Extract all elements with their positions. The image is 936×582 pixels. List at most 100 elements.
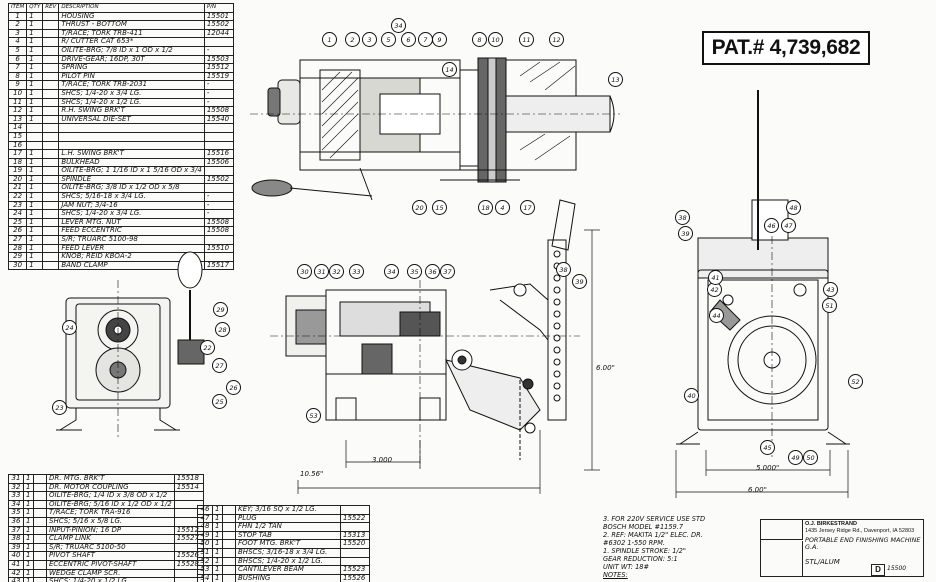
callout-bubble: 52 [848, 374, 863, 389]
callout-bubble: 20 [412, 200, 427, 215]
patent-number: PAT.# 4,739,682 [711, 36, 861, 59]
note-line: #6302 1-550 RPM. [603, 539, 665, 547]
callout-bubble: 18 [478, 200, 493, 215]
note-line: 2. REF: MAKITA 1/2" ELEC. DR. [603, 531, 703, 539]
callout-bubble: 12 [549, 32, 564, 47]
callout-bubble: 43 [823, 282, 838, 297]
callout-bubble: 38 [556, 262, 571, 277]
top-section-view [250, 57, 620, 201]
callout-bubble: 40 [684, 388, 699, 403]
callout-bubble: 37 [440, 264, 455, 279]
callout-bubble: 51 [822, 298, 837, 313]
callout-bubble: 33 [349, 264, 364, 279]
callout-bubble: 39 [572, 274, 587, 289]
callout-bubble: 13 [608, 72, 623, 87]
front-view-right [676, 90, 850, 460]
callout-bubble: 7 [418, 32, 433, 47]
company-name: O.J. BIRKESTRAND [805, 521, 857, 527]
callout-bubble: 35 [407, 264, 422, 279]
callout-bubble: 4 [495, 200, 510, 215]
callout-bubble: 53 [306, 408, 321, 423]
drawing-size: D [871, 564, 885, 576]
callout-bubble: 47 [781, 218, 796, 233]
callout-bubble: 22 [200, 340, 215, 355]
item-rev [33, 577, 47, 582]
dim-10-56: 10.56" [300, 470, 324, 478]
callout-bubble: 34 [391, 18, 406, 33]
callout-bubble: 36 [425, 264, 440, 279]
end-view-left [56, 251, 205, 440]
callout-bubble: 25 [212, 394, 227, 409]
side-view [270, 199, 580, 470]
callout-bubble: 17 [520, 200, 535, 215]
callout-bubble: 31 [314, 264, 329, 279]
callout-bubble: 26 [226, 380, 241, 395]
callout-bubble: 48 [786, 200, 801, 215]
callout-bubble: 44 [709, 308, 724, 323]
callout-bubble: 9 [432, 32, 447, 47]
item-rev [42, 260, 60, 271]
callout-bubble: 1 [322, 32, 337, 47]
drawing-material: STL/ALUM [805, 558, 840, 566]
callout-bubble: 30 [297, 264, 312, 279]
item-part-number: 15517 [203, 260, 234, 271]
callout-bubble: 5 [381, 32, 396, 47]
title-block-revision-area [761, 541, 803, 576]
callout-bubble: 3 [362, 32, 377, 47]
callout-bubble: 50 [803, 450, 818, 465]
callout-bubble: 29 [213, 302, 228, 317]
dimension-lines [297, 229, 849, 498]
dim-5-000: 5.000" [756, 464, 780, 472]
callout-bubble: 46 [764, 218, 779, 233]
company-address: 1435 Jersey Ridge Rd., Davenport, IA 528… [805, 528, 915, 534]
callout-bubble: 10 [488, 32, 503, 47]
callout-bubble: 38 [675, 210, 690, 225]
callout-bubble: 41 [708, 270, 723, 285]
dim-6-00-vertical: 6.00" [596, 364, 615, 372]
notes-block: 3. FOR 220V SERVICE USE STD BOSCH MODEL … [603, 515, 753, 579]
callout-bubble: 32 [329, 264, 344, 279]
note-line: UNIT WT: 18# [603, 563, 650, 571]
callout-bubble: 45 [760, 440, 775, 455]
callout-bubble: 28 [215, 322, 230, 337]
callout-bubble: 6 [401, 32, 416, 47]
callout-bubble: 2 [345, 32, 360, 47]
title-block-company: O.J. BIRKESTRAND 1435 Jersey Ridge Rd., … [805, 521, 914, 535]
title-block-logo [761, 520, 803, 540]
callout-bubble: 24 [62, 320, 77, 335]
item-number: 30 [7, 260, 28, 271]
note-line: 3. FOR 220V SERVICE USE STD [603, 515, 706, 523]
callout-bubble: 34 [384, 264, 399, 279]
dim-3-000: 3.000 [372, 456, 393, 464]
title-block: O.J. BIRKESTRAND 1435 Jersey Ridge Rd., … [760, 519, 924, 577]
callout-bubble: 15 [432, 200, 447, 215]
callout-bubble: 23 [52, 400, 67, 415]
note-line: 1. SPINDLE STROKE: 1/2" [603, 547, 686, 555]
notes-heading: NOTES: [603, 571, 628, 579]
patent-number-box: PAT.# 4,739,682 [702, 31, 870, 65]
callout-bubble: 8 [472, 32, 487, 47]
callout-bubble: 27 [212, 358, 227, 373]
callout-bubble: 11 [519, 32, 534, 47]
note-line: BOSCH MODEL #1159.7 [603, 523, 684, 531]
note-line: GEAR REDUCTION: 5:1 [603, 555, 678, 563]
dim-6-00-horizontal: 6.00" [748, 486, 767, 494]
callout-bubble: 14 [442, 62, 457, 77]
callout-bubble: 49 [788, 450, 803, 465]
